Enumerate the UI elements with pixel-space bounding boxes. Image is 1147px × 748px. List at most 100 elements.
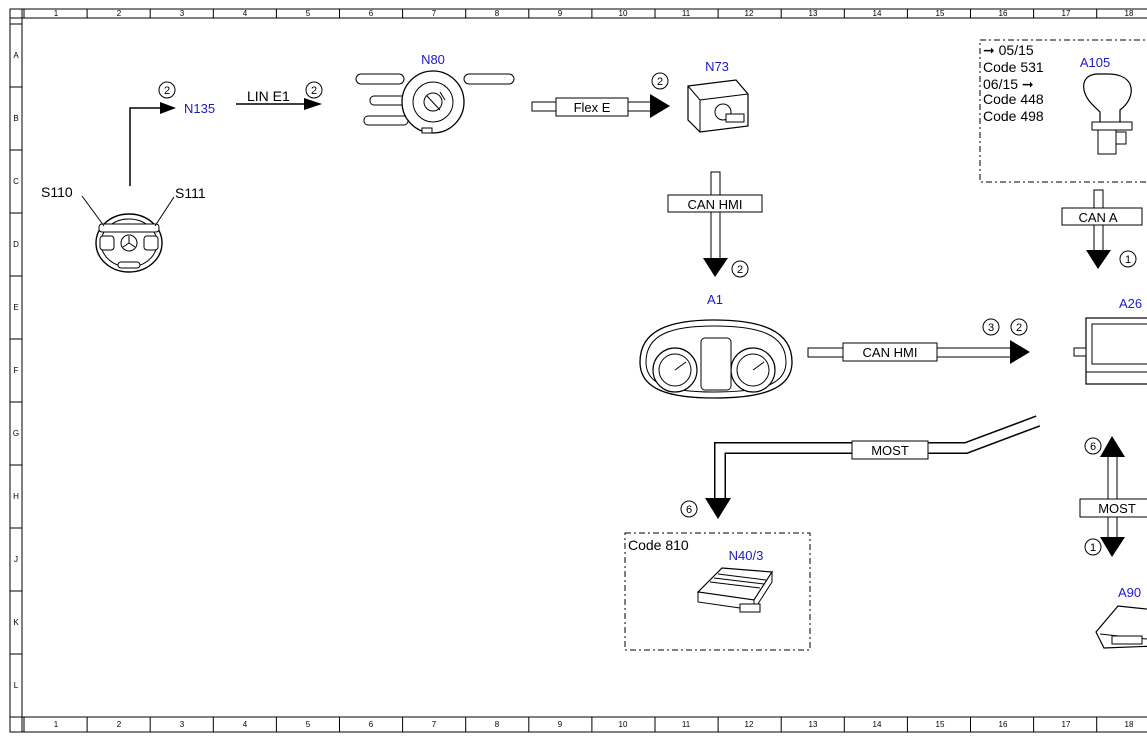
col-label-bottom: 4 (243, 720, 248, 729)
marker-circle (1084, 437, 1102, 455)
col-label-bottom: 14 (873, 720, 882, 729)
marker-number: 2 (737, 264, 743, 276)
flex-e-label: Flex E (574, 100, 611, 115)
col-label-top: 7 (432, 9, 437, 18)
row-label: C (13, 177, 19, 186)
a105-note: Code 448 (983, 91, 1044, 107)
col-label-top: 12 (745, 9, 754, 18)
most-label: MOST (1098, 501, 1136, 516)
row-label: E (13, 303, 18, 312)
marker-circle (651, 72, 669, 90)
a105-label: A105 (1080, 55, 1110, 70)
n80-icon (355, 70, 515, 134)
col-label-bottom: 11 (682, 720, 691, 729)
row-label: A (13, 51, 19, 60)
a105-note: 06/15 ➞ (983, 76, 1034, 92)
marker-number: 2 (657, 76, 663, 88)
col-label-bottom: 13 (809, 720, 818, 729)
s111-leader (154, 196, 175, 227)
marker-circle (305, 81, 323, 99)
a105-note: Code 531 (983, 59, 1044, 75)
bus-label-box (1079, 498, 1147, 518)
most-bus-outer (714, 415, 1041, 500)
row-label: B (13, 114, 18, 123)
n40-icon (696, 567, 774, 613)
a105-variant-box (979, 39, 1147, 183)
n40-variant-box (624, 532, 811, 651)
arrow-icon (304, 98, 322, 110)
col-label-top: 10 (619, 9, 628, 18)
marker-number: 2 (164, 85, 170, 97)
most-bus-inner (715, 416, 1040, 500)
marker-number: 1 (1090, 542, 1096, 554)
col-label-bottom: 18 (1125, 720, 1134, 729)
row-label: F (14, 366, 19, 375)
n40-note: Code 810 (628, 537, 689, 553)
col-label-top: 14 (873, 9, 882, 18)
a105-note: Code 498 (983, 108, 1044, 124)
grid-labels: 1 2 3 4 5 6 7 8 9 10 11 12 13 14 15 16 1… (13, 9, 1134, 729)
n73-icon (687, 79, 749, 133)
col-label-bottom: 12 (745, 720, 754, 729)
marker-number: 2 (311, 85, 317, 97)
col-label-bottom: 6 (369, 720, 374, 729)
col-label-top: 18 (1125, 9, 1134, 18)
col-label-top: 6 (369, 9, 374, 18)
marker-circle (1084, 538, 1102, 556)
bus-label-box (667, 194, 763, 213)
col-label-top: 1 (54, 9, 59, 18)
can-a-label: CAN A (1078, 210, 1117, 225)
a1-label: A1 (707, 292, 723, 307)
a105-note: ➞ 05/15 (983, 42, 1034, 58)
marker-circle (1119, 250, 1137, 268)
marker-circle (158, 81, 176, 99)
col-label-top: 8 (495, 9, 500, 18)
col-label-top: 2 (117, 9, 122, 18)
arrow-icon (1100, 436, 1125, 457)
col-label-top: 17 (1062, 9, 1071, 18)
row-label: G (13, 429, 19, 438)
row-label: J (14, 555, 18, 564)
can-hmi-label: CAN HMI (688, 197, 743, 212)
row-label: H (13, 492, 19, 501)
bus-label-box (1061, 207, 1143, 226)
col-label-bottom: 15 (936, 720, 945, 729)
s111-label: S111 (175, 185, 206, 201)
row-label: D (13, 240, 19, 249)
n135-label: N135 (184, 101, 215, 116)
col-label-bottom: 3 (180, 720, 185, 729)
bus-label-box (842, 342, 938, 362)
lin-e1-label: LIN E1 (247, 88, 290, 104)
n80-label: N80 (421, 52, 445, 67)
arrow-icon (160, 102, 176, 114)
row-label: L (14, 681, 19, 690)
diagram-frame (9, 8, 1147, 733)
a105-icon (1083, 73, 1133, 155)
bus-label-box (555, 97, 629, 117)
arrow-icon (703, 258, 728, 277)
marker-number: 1 (1125, 254, 1131, 266)
connector-line (129, 107, 163, 186)
marker-number: 6 (686, 504, 692, 516)
steering-wheel-icon (95, 213, 163, 273)
col-label-top: 4 (243, 9, 248, 18)
arrow-icon (1086, 250, 1111, 269)
col-label-top: 3 (180, 9, 185, 18)
arrow-icon (1100, 537, 1125, 557)
col-label-bottom: 9 (558, 720, 563, 729)
arrow-icon (1010, 340, 1030, 364)
col-label-top: 5 (306, 9, 311, 18)
col-label-top: 9 (558, 9, 563, 18)
marker-circle (982, 318, 1000, 336)
a26-label: A26 (1119, 296, 1142, 311)
marker-circle (1010, 318, 1028, 336)
most-bus (1107, 453, 1118, 541)
s110-leader (81, 195, 105, 227)
s110-label: S110 (41, 184, 73, 200)
col-label-top: 11 (682, 9, 691, 18)
most-label: MOST (871, 443, 909, 458)
col-label-bottom: 7 (432, 720, 437, 729)
n40-label: N40/3 (729, 548, 764, 563)
marker-number: 6 (1090, 441, 1096, 453)
